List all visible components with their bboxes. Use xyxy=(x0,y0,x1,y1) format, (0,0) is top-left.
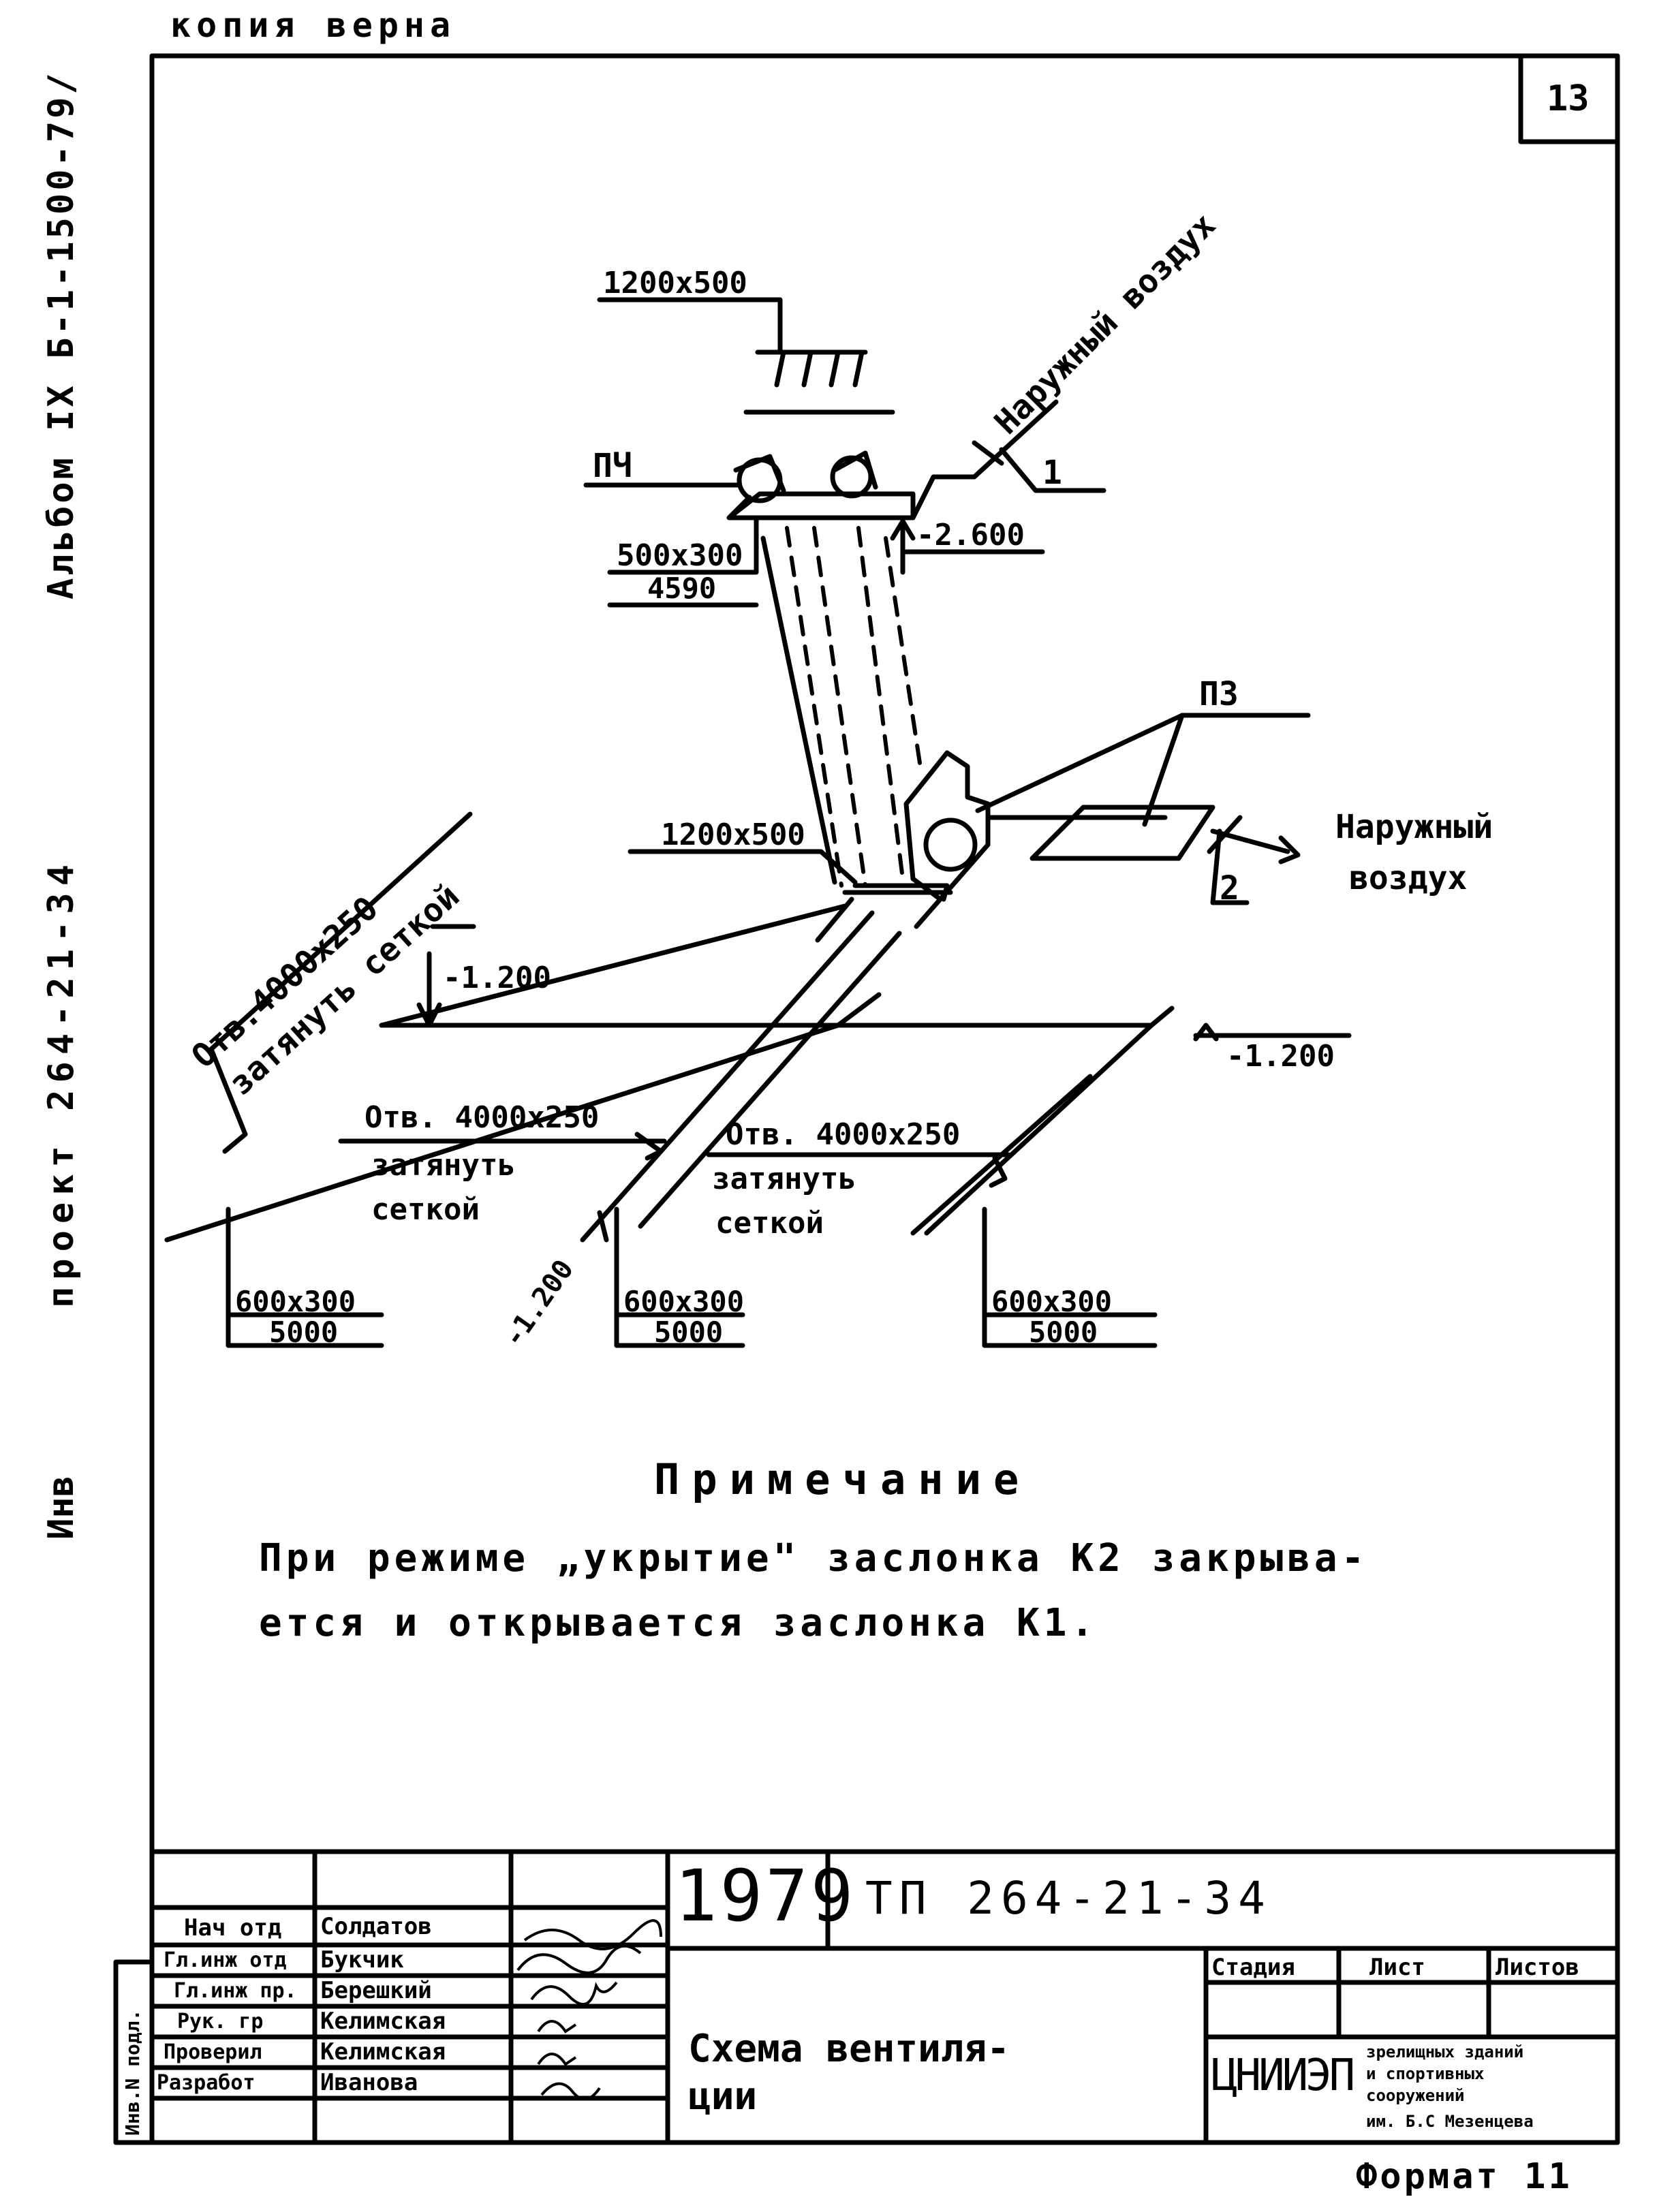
staff-name: Берешкий xyxy=(320,1977,432,2004)
intake-grille-2 xyxy=(1029,805,1215,861)
outside-air-2-line2: воздух xyxy=(1349,859,1467,897)
elev-2600-label: -2.600 xyxy=(916,518,1025,552)
year: 1979 xyxy=(675,1854,856,1937)
staff-role: Гл.инж отд xyxy=(164,1948,287,1972)
drawing-frame xyxy=(149,53,1620,2145)
fan-pz xyxy=(903,750,991,902)
branch-1-size: 600x300 xyxy=(235,1285,356,1318)
staff-name: Иванова xyxy=(320,2069,418,2096)
opening-mid-line1: Отв. 4000x250 xyxy=(365,1100,599,1135)
opening-right-line1: Отв. 4000x250 xyxy=(726,1117,960,1152)
staff-role: Гл.инж пр. xyxy=(174,1979,297,2003)
stage-header: Стадия xyxy=(1211,1954,1295,1981)
damper-1-label: 1 xyxy=(1042,454,1062,492)
branch-1-length: 5000 xyxy=(269,1315,338,1349)
project-code: ТП 264-21-34 xyxy=(865,1872,1272,1925)
duct-500x300-length: 4590 xyxy=(647,572,716,605)
branch-3-size: 600x300 xyxy=(991,1285,1112,1318)
staff-role: Рук. гр xyxy=(177,2010,264,2034)
staff-role: Проверил xyxy=(164,2040,262,2064)
pch-label: ПЧ xyxy=(593,447,632,485)
copy-stamp: копия верна xyxy=(170,5,456,45)
damper-2-label: 2 xyxy=(1220,869,1239,907)
sheet-number-box xyxy=(1518,53,1620,144)
staff-name: Букчик xyxy=(320,1946,404,1974)
elev-1200-c: -1.200 xyxy=(1226,1039,1335,1074)
outside-air-2-line1: Наружный xyxy=(1335,808,1493,846)
plenum xyxy=(726,491,916,520)
signatures xyxy=(516,1919,662,2101)
mid-duct-size-label: 1200x500 xyxy=(661,817,805,852)
sheet-header: Лист xyxy=(1369,1954,1425,1981)
opening-right-line3: сеткой xyxy=(715,1206,824,1241)
top-duct-size-label: 1200x500 xyxy=(603,266,747,300)
staff-name: Келимская xyxy=(320,2038,446,2066)
inv-number-vertical: Инв.N подл. xyxy=(121,2009,144,2136)
note-line-1: При режиме „укрытие" заслонка К2 закрыва… xyxy=(259,1536,1369,1580)
drawing-title-line-1: Схема вентиля- xyxy=(688,2027,1010,2071)
opening-mid-line3: сеткой xyxy=(371,1192,480,1227)
format-label: Формат 11 xyxy=(1356,2156,1573,2197)
org-line-4: им. Б.С Мезенцева xyxy=(1366,2112,1534,2131)
note-line-2: ется и открывается заслонка К1. xyxy=(259,1601,1098,1645)
staff-name: Келимская xyxy=(320,2008,446,2035)
elev-1200-a: -1.200 xyxy=(443,961,551,995)
staff-name: Солдатов xyxy=(320,1913,432,1940)
org-line-3: сооружений xyxy=(1366,2086,1465,2105)
staff-role: Нач отд xyxy=(184,1914,282,1942)
branch-2-size: 600x300 xyxy=(623,1285,744,1318)
opening-right-line2: затянуть xyxy=(712,1162,856,1196)
outside-air-1-label: Наружный воздух xyxy=(987,206,1223,441)
note-title: Примечание xyxy=(654,1454,1032,1504)
branch-2-length: 5000 xyxy=(654,1315,723,1349)
drawing-title-line-2: ции xyxy=(688,2074,758,2119)
org-line-1: зрелищных зданий xyxy=(1366,2042,1524,2061)
org-line-2: и спортивных xyxy=(1366,2064,1485,2083)
sheet-number: 13 xyxy=(1547,78,1590,119)
sheets-header: Листов xyxy=(1496,1954,1579,1981)
outside-air-duct-1 xyxy=(910,399,1059,520)
branch-3-length: 5000 xyxy=(1029,1315,1098,1349)
elev-1200-b: -1.200 xyxy=(498,1254,580,1353)
org-abbreviation: ЦНИИЭП xyxy=(1211,2051,1355,2101)
pz-label: ПЗ xyxy=(1199,675,1239,713)
duct-500x300-label: 500x300 xyxy=(617,538,743,573)
opening-mid-line2: затянуть xyxy=(371,1148,516,1183)
staff-role: Разработ xyxy=(157,2071,255,2095)
